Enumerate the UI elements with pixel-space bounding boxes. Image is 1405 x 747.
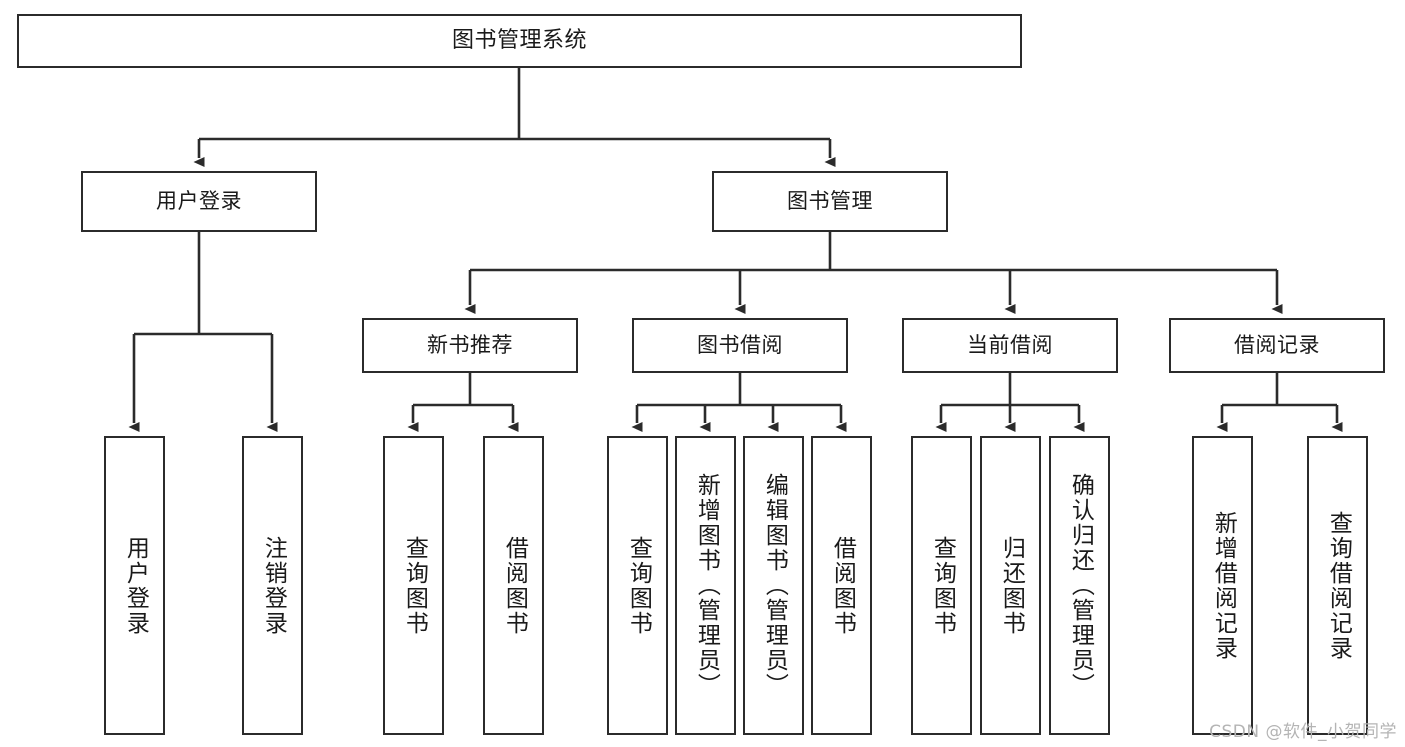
node-label: 确认归还（管理员） xyxy=(1067,473,1094,698)
node-label: 当前借阅 xyxy=(967,333,1053,358)
node-leaf-query-book-current[interactable]: 查询图书 xyxy=(911,436,972,735)
node-book-borrow[interactable]: 图书借阅 xyxy=(632,318,848,373)
node-leaf-borrow-book[interactable]: 借阅图书 xyxy=(811,436,872,735)
node-book-management[interactable]: 图书管理 xyxy=(712,171,948,232)
node-label: 图书借阅 xyxy=(697,333,783,358)
node-label: 归还图书 xyxy=(998,535,1025,636)
node-label: 新增借阅记录 xyxy=(1210,510,1237,661)
node-label: 借阅图书 xyxy=(501,535,528,636)
node-label: 查询图书 xyxy=(625,535,652,636)
node-label: 借阅图书 xyxy=(829,535,856,636)
node-leaf-query-book-borrow[interactable]: 查询图书 xyxy=(607,436,668,735)
node-leaf-confirm-return-admin[interactable]: 确认归还（管理员） xyxy=(1049,436,1110,735)
node-leaf-add-book-admin[interactable]: 新增图书（管理员） xyxy=(675,436,736,735)
node-leaf-query-book-new[interactable]: 查询图书 xyxy=(383,436,444,735)
watermark-text: CSDN @软件_小贺同学 xyxy=(1209,722,1397,742)
node-leaf-edit-book-admin[interactable]: 编辑图书（管理员） xyxy=(743,436,804,735)
node-leaf-user-login[interactable]: 用户登录 xyxy=(104,436,165,735)
node-label: 用户登录 xyxy=(122,535,149,636)
node-label: 注销登录 xyxy=(260,535,287,636)
node-label: 借阅记录 xyxy=(1234,333,1320,358)
node-root-book-management-system[interactable]: 图书管理系统 xyxy=(17,14,1022,68)
node-label: 用户登录 xyxy=(156,189,242,214)
node-leaf-borrow-book-new[interactable]: 借阅图书 xyxy=(483,436,544,735)
node-label: 查询图书 xyxy=(401,535,428,636)
node-leaf-query-borrow-record[interactable]: 查询借阅记录 xyxy=(1307,436,1368,735)
node-leaf-logout[interactable]: 注销登录 xyxy=(242,436,303,735)
node-label: 新增图书（管理员） xyxy=(693,473,720,698)
node-label: 新书推荐 xyxy=(427,333,513,358)
node-leaf-return-book[interactable]: 归还图书 xyxy=(980,436,1041,735)
node-current-borrow[interactable]: 当前借阅 xyxy=(902,318,1118,373)
node-user-login[interactable]: 用户登录 xyxy=(81,171,317,232)
node-new-book-recommend[interactable]: 新书推荐 xyxy=(362,318,578,373)
node-label: 查询借阅记录 xyxy=(1325,510,1352,661)
node-borrow-record[interactable]: 借阅记录 xyxy=(1169,318,1385,373)
node-label: 编辑图书（管理员） xyxy=(761,473,788,698)
node-label: 查询图书 xyxy=(929,535,956,636)
node-leaf-add-borrow-record[interactable]: 新增借阅记录 xyxy=(1192,436,1253,735)
node-label: 图书管理系统 xyxy=(451,28,587,54)
node-label: 图书管理 xyxy=(787,189,873,214)
